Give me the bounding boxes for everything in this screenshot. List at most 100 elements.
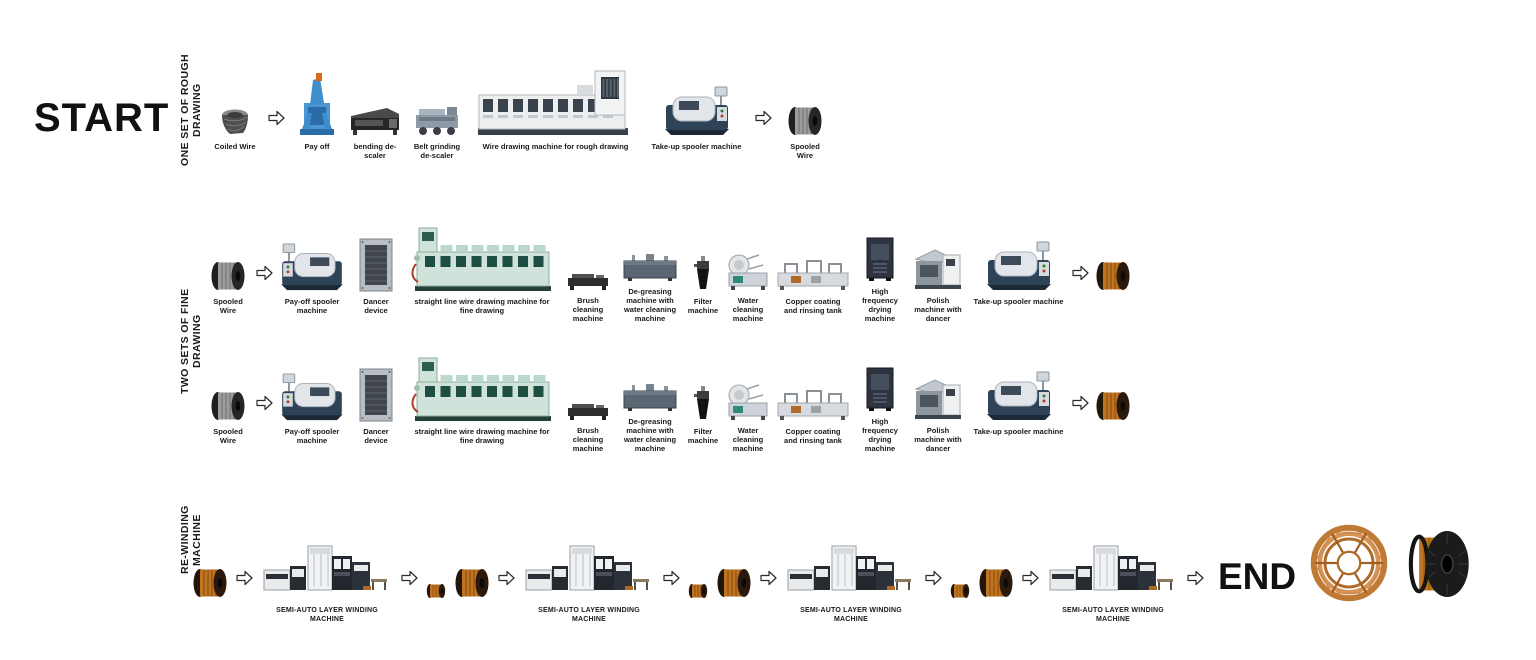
step-label: Take-up spooler machine (973, 297, 1064, 306)
step-polish-machine: Polish machine with dancer (911, 247, 965, 323)
step-basket-spool (1310, 524, 1388, 627)
step-label: Belt grinding de-scaler (413, 142, 461, 160)
step-label: De-greasing machine with water cleaning … (623, 287, 677, 323)
step-copper-coating-tank: Copper coating and rinsing tank (777, 386, 849, 453)
takeup-spooler-icon (985, 240, 1053, 292)
step-degreasing-machine: De-greasing machine with water cleaning … (619, 382, 681, 453)
step-label: SEMI-AUTO LAYER WINDING MACHINE (538, 607, 640, 623)
step-label: Polish machine with dancer (914, 296, 962, 323)
small-copper-spool-icon (688, 583, 708, 599)
step-label: SEMI-AUTO LAYER WINDING MACHINE (800, 607, 902, 623)
flow-arrow-icon (498, 570, 515, 586)
flow-arrow-icon (1072, 395, 1089, 411)
step-label: Pay-off spooler machine (284, 297, 340, 315)
step-winding-machine: SEMI-AUTO LAYER WINDING MACHINE (261, 542, 393, 624)
step-takeup-spooler: Take-up spooler machine (971, 370, 1066, 453)
copper-spool-icon (978, 567, 1014, 599)
flow-arrow-icon (755, 110, 772, 126)
step-hf-drying-machine: High frequency drying machine (855, 236, 905, 323)
section-label-fine-drawing: TWO SETS OF FINE DRAWING (179, 288, 203, 394)
flow-arrow (256, 395, 273, 453)
step-winding-machine: SEMI-AUTO LAYER WINDING MACHINE (523, 542, 655, 624)
step-label: Dancer device (363, 427, 389, 445)
step-payoff-spooler: Pay-off spooler machine (279, 372, 345, 453)
copper-spool-icon (192, 567, 228, 599)
step-label: Spooled Wire (790, 142, 820, 160)
step-spooled-wire: Spooled Wire (206, 390, 250, 453)
degreasing-machine-icon (622, 252, 678, 282)
step-spooled-wire: Spooled Wire (783, 105, 827, 168)
payoff-spooler-icon (279, 242, 345, 292)
takeup-spooler-icon (663, 85, 731, 137)
step-plastic-spool (1396, 526, 1472, 627)
flow-arrow (1072, 395, 1089, 453)
step-hf-drying-machine: High frequency drying machine (855, 366, 905, 453)
step-label: Pay-off spooler machine (284, 427, 340, 445)
fine-drawing-machine-icon (411, 224, 553, 292)
takeup-spooler-icon (985, 370, 1053, 422)
polish-machine-icon (913, 247, 963, 291)
step-copper-spool (454, 567, 490, 624)
step-copper-spool (1095, 260, 1131, 323)
dancer-device-icon (359, 238, 393, 292)
flow-arrow (760, 570, 777, 624)
flow-arrow (755, 110, 772, 168)
hf-drying-machine-icon (864, 366, 896, 412)
coiled-wire-icon (218, 107, 252, 137)
flow-arrow (498, 570, 515, 624)
plastic-spool-icon (1396, 526, 1472, 602)
step-copper-spool (192, 567, 228, 624)
step-label: Water cleaning machine (732, 296, 764, 323)
step-label: bending de-scaler (353, 142, 397, 160)
step-label: Copper coating and rinsing tank (784, 297, 842, 315)
flow-arrow-icon (1187, 570, 1204, 586)
flow-arrow-icon (663, 570, 680, 586)
step-label: Wire drawing machine for rough drawing (482, 142, 629, 151)
step-filter-machine: Filter machine (687, 386, 719, 453)
step-small-copper-spool (950, 583, 970, 624)
copper-spool-icon (1095, 390, 1131, 422)
small-copper-spool-icon (426, 583, 446, 599)
basket-spool-icon (1310, 524, 1388, 602)
step-label: Coiled Wire (214, 142, 256, 151)
bending-descaler-icon (349, 107, 401, 137)
step-label: SEMI-AUTO LAYER WINDING MACHINE (1062, 607, 1164, 623)
degreasing-machine-icon (622, 382, 678, 412)
step-takeup-spooler: Take-up spooler machine (649, 85, 744, 168)
step-label: SEMI-AUTO LAYER WINDING MACHINE (276, 607, 378, 623)
step-takeup-spooler: Take-up spooler machine (971, 240, 1066, 323)
step-water-cleaning: Water cleaning machine (725, 253, 771, 323)
flow-arrow-icon (236, 570, 253, 586)
winding-machine-icon (787, 542, 915, 598)
step-polish-machine: Polish machine with dancer (911, 377, 965, 453)
pay-off-icon (296, 73, 338, 137)
flow-arrow (1072, 265, 1089, 323)
flow-arrow (256, 265, 273, 323)
polish-machine-icon (913, 377, 963, 421)
dancer-device-icon (359, 368, 393, 422)
step-label: Brush cleaning machine (572, 296, 604, 323)
step-label: Brush cleaning machine (572, 426, 604, 453)
step-bending-descaler: bending de-scaler (349, 107, 401, 168)
step-coiled-wire: Coiled Wire (213, 107, 257, 168)
filter-machine-icon (693, 386, 713, 422)
step-label: Polish machine with dancer (914, 426, 962, 453)
step-belt-grinding-descaler: Belt grinding de-scaler (412, 105, 462, 168)
filter-machine-icon (693, 256, 713, 292)
copper-coating-tank-icon (777, 256, 849, 292)
step-fine-drawing-machine: straight line wire drawing machine for f… (407, 224, 557, 323)
step-copper-coating-tank: Copper coating and rinsing tank (777, 256, 849, 323)
step-small-copper-spool (688, 583, 708, 624)
flow-arrow (925, 570, 942, 624)
copper-spool-icon (716, 567, 752, 599)
step-water-cleaning: Water cleaning machine (725, 383, 771, 453)
water-cleaning-icon (725, 253, 771, 291)
winding-machine-icon (263, 542, 391, 598)
copper-spool-icon (1095, 260, 1131, 292)
water-cleaning-icon (725, 383, 771, 421)
step-degreasing-machine: De-greasing machine with water cleaning … (619, 252, 681, 323)
step-label: straight line wire drawing machine for f… (414, 297, 550, 315)
brush-cleaning-icon (566, 271, 610, 291)
